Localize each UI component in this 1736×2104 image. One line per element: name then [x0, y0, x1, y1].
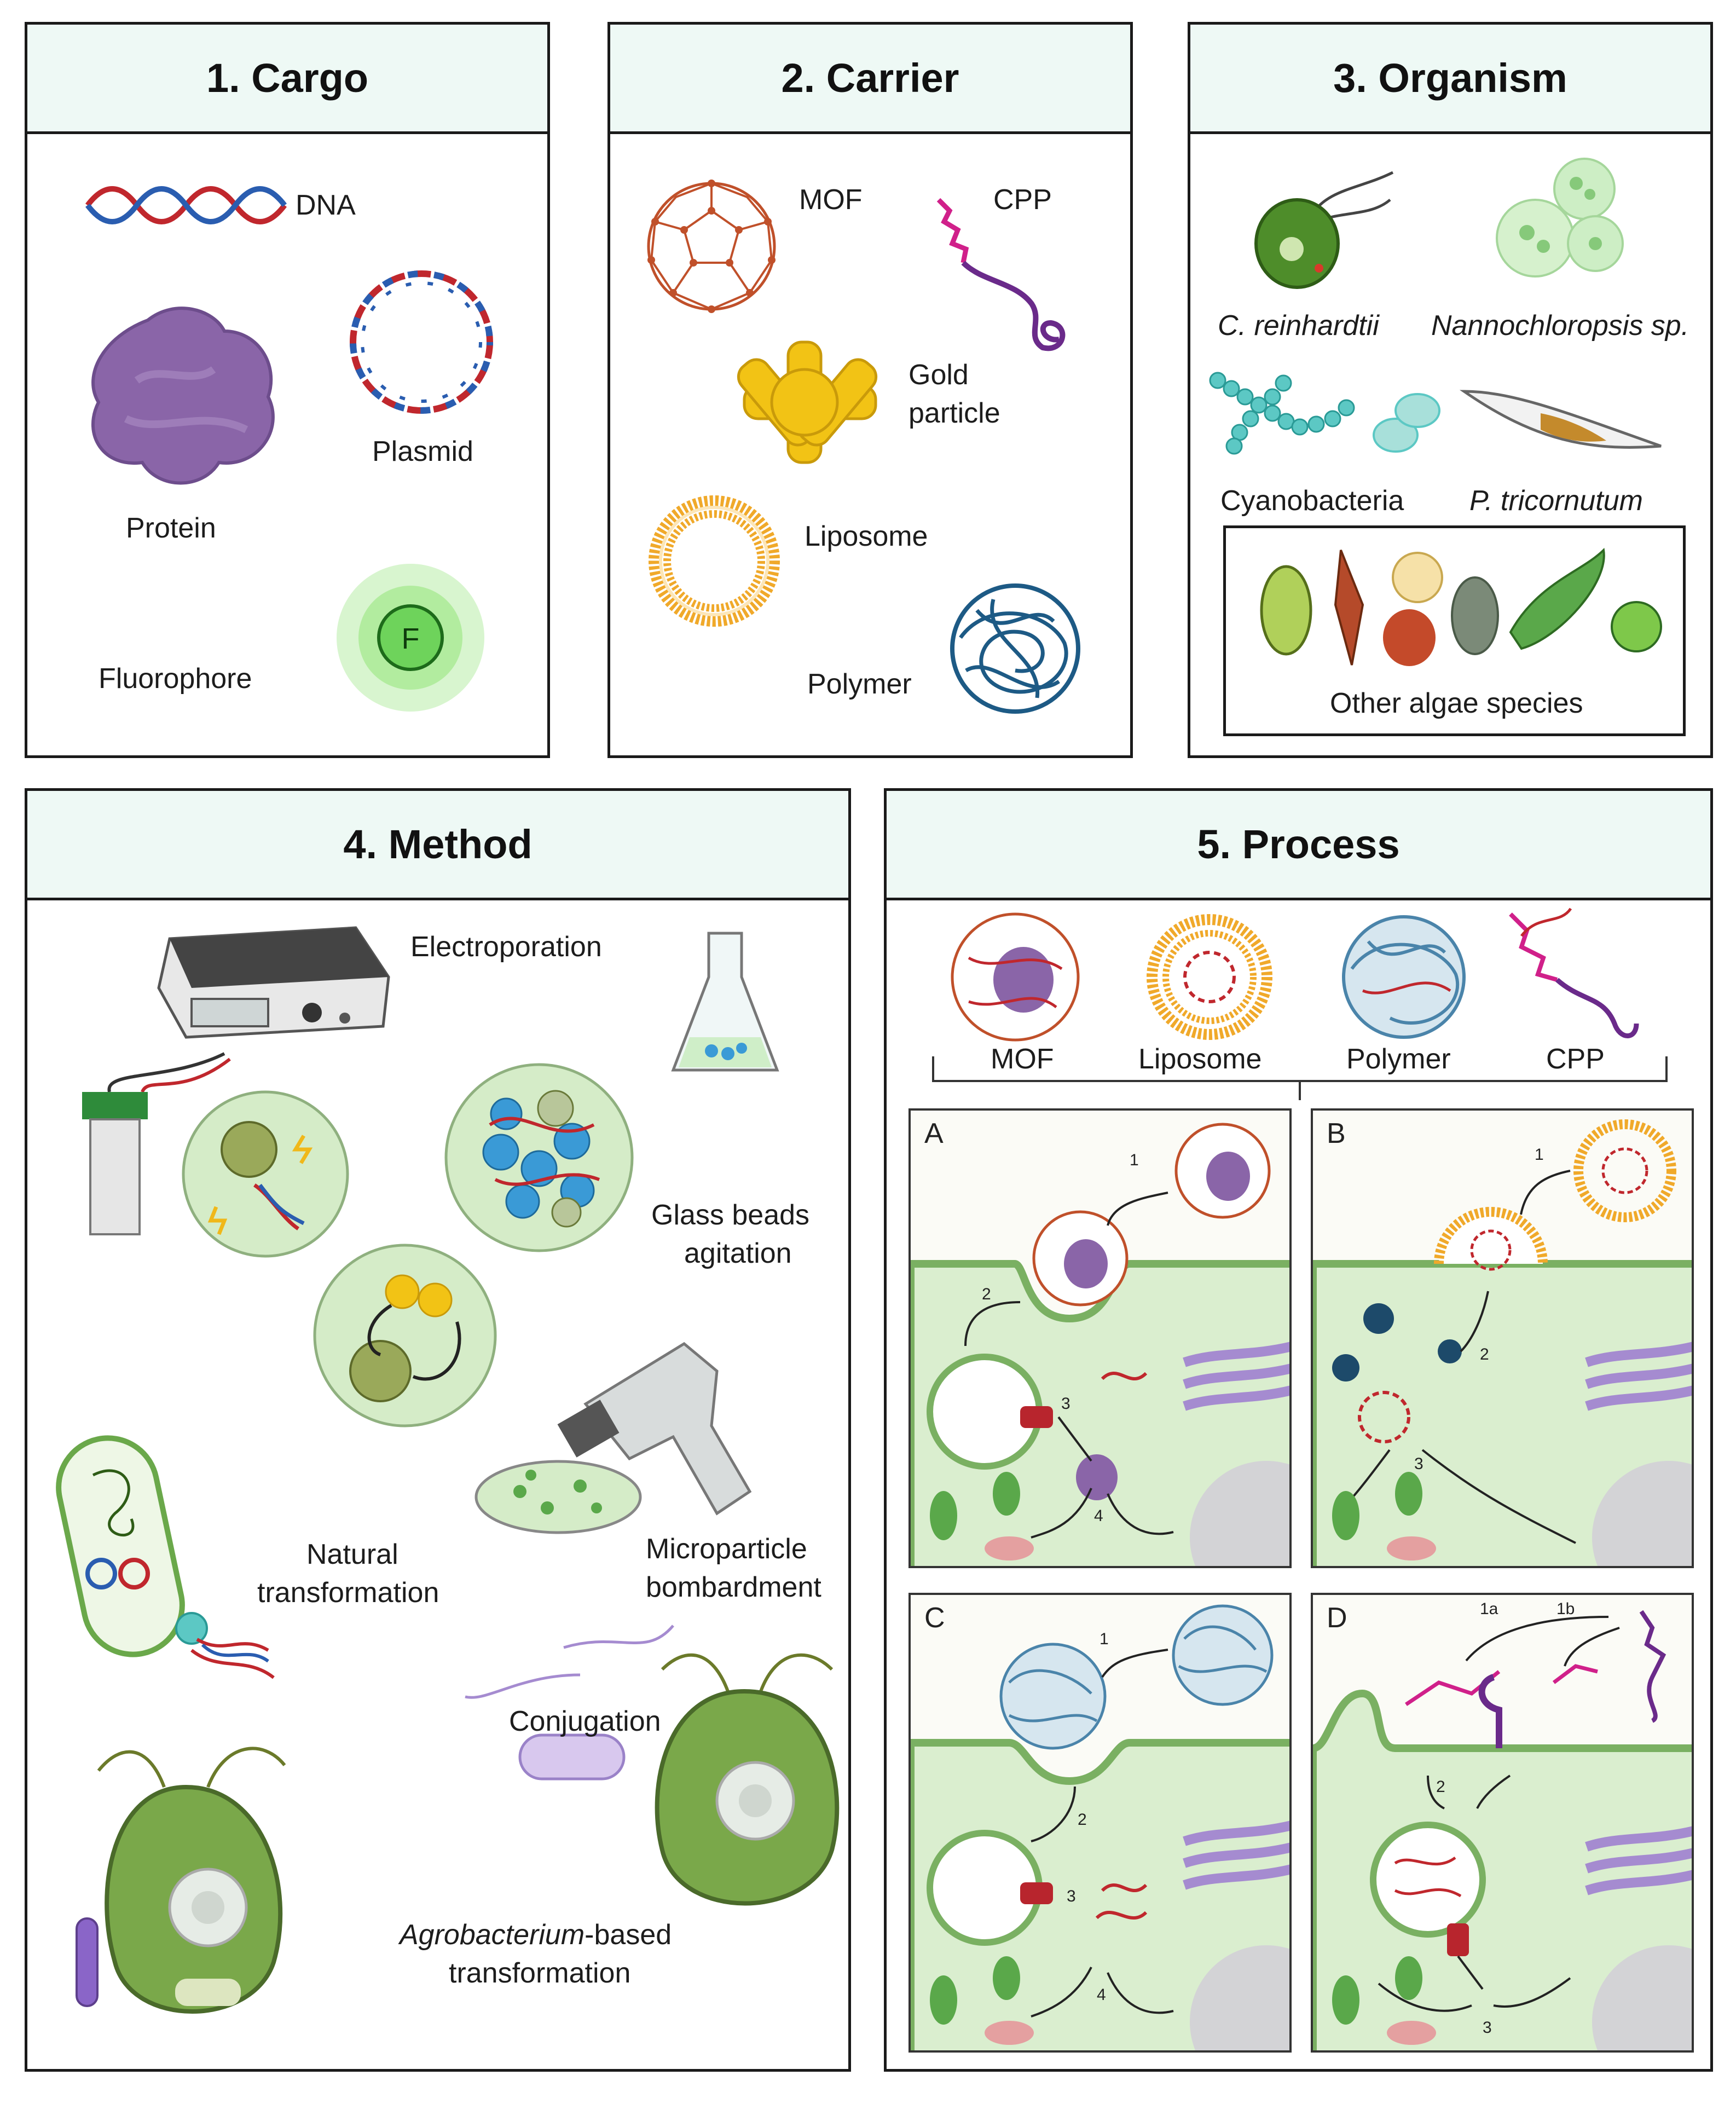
algae-cell-left-icon [76, 1747, 286, 2014]
protein-icon [91, 307, 275, 485]
cell-electro-icon [182, 1090, 349, 1258]
flask-icon [671, 932, 779, 1072]
electroporator-icon [157, 926, 390, 1039]
process-mof-icon [951, 912, 1080, 1042]
cuvette-icon [82, 1052, 231, 1235]
gold-label-1: Gold [908, 359, 969, 391]
nannochloropsis-icon [1496, 158, 1624, 278]
protein-label: Protein [126, 512, 216, 544]
panel-carrier: 2. Carrier MOF CPP Go [607, 22, 1133, 758]
panel-title: 4. Method [27, 791, 848, 900]
polymer-label: Polymer [807, 668, 912, 700]
mof-icon [647, 180, 776, 313]
panel-title: 1. Cargo [27, 25, 547, 134]
fluorophore-label: Fluorophore [99, 663, 252, 695]
fluorophore-symbol: F [402, 622, 420, 655]
process-carrier-polymer: Polymer [1346, 1043, 1451, 1075]
bacterium-natural-icon [56, 1435, 275, 1679]
subpanel-b: B 1 2 3 [1311, 1108, 1694, 1568]
glass-label-2: agitation [684, 1238, 792, 1269]
c-reinhardtii-label: C. reinhardtii [1218, 310, 1379, 342]
step-2: 2 [982, 1285, 991, 1303]
gold-particle-icon [737, 340, 878, 464]
subpanel-a: A 1 2 3 4 [908, 1108, 1292, 1568]
nannochloropsis-label: Nannochloropsis sp. [1431, 310, 1689, 342]
cell-diagram-d: 1a 1b 2 3 [1313, 1600, 1692, 2050]
micro-label-2: bombardment [646, 1571, 821, 1603]
process-carrier-liposome: Liposome [1138, 1043, 1262, 1075]
step-4: 4 [1097, 1986, 1106, 2004]
agro-rest: -based [585, 1919, 672, 1951]
cyanobacteria-icon [1209, 372, 1440, 455]
subpanel-letter: D [1327, 1602, 1347, 1634]
cell-diagram-a: 1 2 3 4 [911, 1123, 1289, 1566]
dna-icon [85, 186, 287, 224]
subpanel-c: C 1 2 3 4 [908, 1593, 1292, 2053]
cyanobacteria-label: Cyanobacteria [1220, 485, 1404, 517]
cell-diagram-c: 1 2 3 4 [911, 1604, 1289, 2050]
conjugation-label: Conjugation [509, 1706, 661, 1737]
subpanel-letter: C [924, 1602, 945, 1634]
subpanel-letter: B [1327, 1118, 1346, 1149]
algae-cell-right-icon [465, 1625, 840, 1906]
panel-process: 5. Process MOF Liposome Polymer CPP A [884, 788, 1713, 2072]
step-2: 2 [1436, 1778, 1445, 1796]
panel-title: 3. Organism [1190, 25, 1710, 134]
glass-label-1: Glass beads [651, 1199, 810, 1231]
step-1: 1 [1100, 1630, 1109, 1648]
cell-beads-icon [444, 1063, 634, 1252]
step-1: 1 [1130, 1151, 1139, 1169]
other-algae-label: Other algae species [1330, 687, 1583, 719]
carrier-bracket [932, 1056, 1668, 1100]
process-carrier-cpp: CPP [1546, 1043, 1605, 1075]
mof-label: MOF [799, 184, 863, 216]
subpanel-letter: A [924, 1118, 944, 1149]
panel-method: 4. Method Electroporation Glass be [25, 788, 851, 2072]
panel-title: 2. Carrier [610, 25, 1130, 134]
p-tricornutum-label: P. tricornutum [1469, 485, 1643, 517]
agro-italic: Agrobacterium [400, 1919, 585, 1951]
cpp-icon [936, 198, 1066, 351]
plasmid-icon [350, 270, 493, 414]
panel-organism: 3. Organism C. reinhardtii Nannochlorops… [1188, 22, 1713, 758]
plasmid-label: Plasmid [372, 436, 473, 467]
liposome-label: Liposome [805, 521, 928, 552]
step-2: 2 [1078, 1811, 1087, 1829]
polymer-icon [950, 583, 1080, 714]
gene-gun-icon [474, 1342, 752, 1534]
subpanel-d: D 1a 1b 2 3 [1311, 1593, 1694, 2053]
step-3: 3 [1067, 1887, 1076, 1905]
step-1a: 1a [1480, 1600, 1498, 1618]
process-liposome-icon [1147, 914, 1272, 1040]
panel-title: 5. Process [887, 791, 1710, 900]
dna-label: DNA [296, 189, 356, 221]
step-3: 3 [1483, 2019, 1492, 2037]
agro-label-1: Agrobacterium-based [400, 1918, 672, 1951]
cpp-label: CPP [993, 184, 1052, 216]
natural-label-2: transformation [257, 1577, 439, 1609]
step-3: 3 [1061, 1395, 1070, 1413]
step-4: 4 [1094, 1507, 1103, 1525]
electroporation-label: Electroporation [410, 931, 602, 963]
micro-label-1: Microparticle [646, 1533, 807, 1565]
panel-cargo: 1. Cargo DNA Protein Plasmid F Fluoropho… [25, 22, 550, 758]
natural-label-1: Natural [306, 1539, 398, 1570]
cell-bombard-icon [313, 1244, 497, 1427]
agro-label-2: transformation [449, 1957, 631, 1989]
p-tricornutum-icon [1459, 390, 1662, 449]
liposome-icon [649, 495, 780, 627]
cell-diagram-b: 1 2 3 [1313, 1119, 1692, 1566]
process-carrier-mof: MOF [991, 1043, 1054, 1075]
process-polymer-icon [1342, 915, 1466, 1039]
step-1b: 1b [1556, 1600, 1575, 1618]
other-algae-box: Other algae species [1223, 525, 1686, 736]
other-algae-icon [1260, 547, 1662, 666]
step-2: 2 [1480, 1345, 1489, 1363]
process-cpp-icon [1509, 908, 1639, 1038]
c-reinhardtii-icon [1254, 171, 1394, 289]
fluorophore-icon: F [337, 564, 484, 712]
step-1: 1 [1535, 1146, 1544, 1164]
step-3: 3 [1414, 1455, 1423, 1473]
gold-label-2: particle [908, 397, 1000, 429]
